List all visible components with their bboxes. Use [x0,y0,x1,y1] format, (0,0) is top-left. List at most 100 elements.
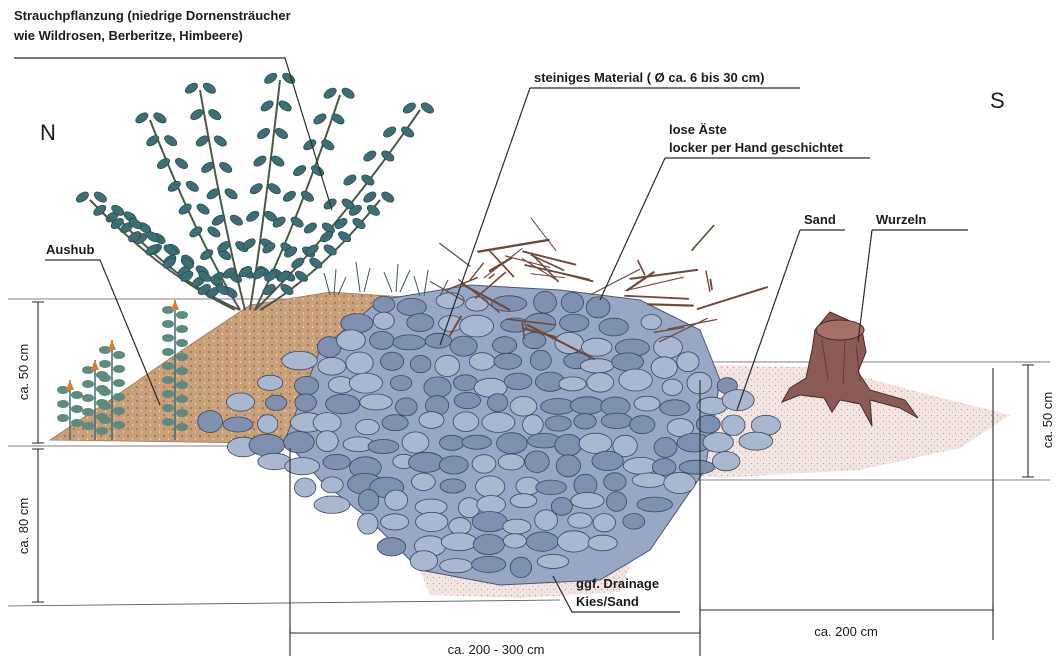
leaf [57,414,69,422]
stone [265,395,286,410]
stone [410,356,431,373]
label-stones: steiniges Material ( Ø ca. 6 bis 30 cm) [534,70,764,85]
leaf [401,101,417,116]
stone [370,331,394,349]
stone [523,332,546,348]
leaf [176,423,188,431]
label-drainage-line1: ggf. Drainage [576,576,659,591]
dim-label-right: ca. 50 cm [1040,392,1055,448]
compass-north: N [40,120,56,145]
leaf [342,173,358,188]
stone [462,435,491,449]
leaf [99,402,111,410]
leaf [74,190,90,205]
dim-label-bottom-center: ca. 200 - 300 cm [448,642,545,657]
branch [630,270,697,279]
stone [482,412,515,432]
branch [692,226,714,251]
leaf [176,381,188,389]
leaf [312,112,328,127]
stone [469,353,495,370]
stone [416,512,448,531]
stone [660,400,690,416]
stone [526,532,558,551]
stone [326,394,360,413]
stone [294,478,315,497]
stone [510,494,537,508]
stone [419,412,444,429]
leaf [162,334,174,342]
stone [580,359,614,373]
stone [641,315,661,330]
leaf [92,190,108,205]
stone [592,451,623,470]
leaf [113,365,125,373]
stone [412,473,436,490]
leaf [99,374,111,382]
stone [373,297,395,313]
leaf [419,101,435,116]
stone [722,415,745,435]
stone [632,473,666,487]
stone [249,434,285,456]
stone [473,534,504,554]
stone [664,472,696,493]
stone [395,398,417,416]
leaf [333,216,349,231]
stone [341,314,373,333]
stone [440,559,473,573]
stone [574,414,596,429]
stone [318,358,346,376]
label-shrubs-line1: Strauchpflanzung (niedrige Dornensträuch… [14,8,291,23]
leaf [82,380,94,388]
stone [637,497,672,512]
leaf [340,86,356,101]
leaf [173,156,189,171]
leaf [259,99,275,114]
stone [579,433,612,453]
stone [472,556,506,572]
leaf [330,112,346,127]
stone [523,415,544,435]
stone [582,338,613,356]
leaf [201,81,217,96]
stone [440,479,466,493]
stone [390,376,411,391]
stone [654,336,683,358]
stone [555,434,582,455]
stone [258,375,283,390]
leaf [320,138,336,153]
stone [497,433,528,454]
stone [604,473,626,491]
branch [648,304,693,305]
dim-bottom-right [700,604,993,616]
leaf [273,126,289,141]
leaf [207,107,223,122]
leaf [245,209,261,224]
stone [601,413,632,428]
stone [450,336,477,356]
stone [545,416,571,431]
leaf [212,134,228,149]
stone [703,433,733,453]
stone [534,291,557,313]
stone [662,379,682,395]
branch [706,271,710,291]
leaf [145,133,161,148]
leaf [195,202,211,217]
stone [530,350,551,370]
stone [313,413,341,433]
stone [284,432,315,453]
stone [393,335,426,350]
stone [510,557,531,577]
stone [449,518,471,535]
leaf [162,320,174,328]
stone [358,513,378,534]
dim-label-left-bottom: ca. 80 cm [16,498,31,554]
leaf [99,388,111,396]
stone [619,369,652,391]
flower [91,360,99,370]
leader-branches [600,158,870,300]
leaf [176,339,188,347]
